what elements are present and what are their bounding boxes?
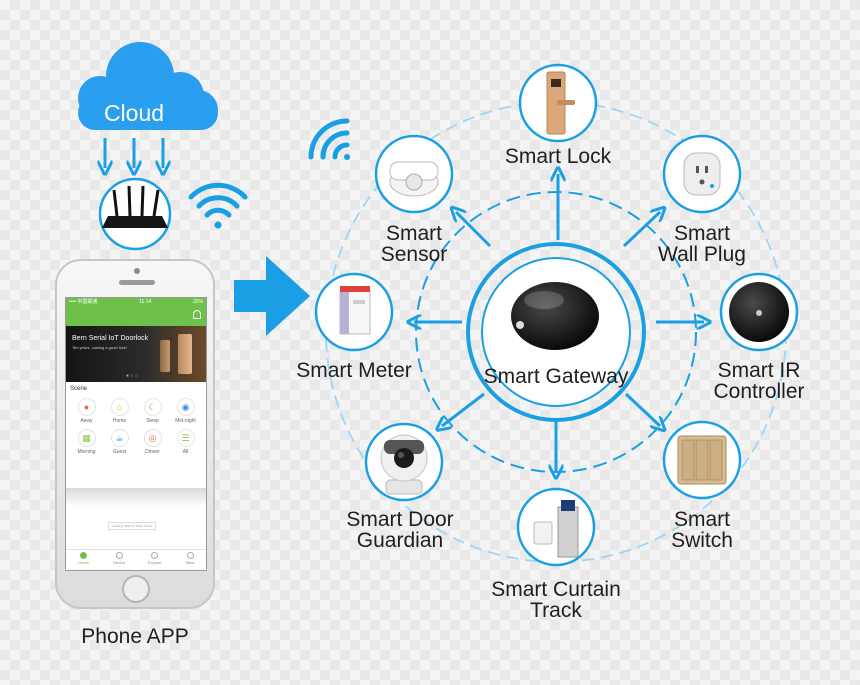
bell-icon[interactable] (193, 310, 201, 319)
scene-item-morning[interactable]: ▦ Morning (70, 429, 103, 455)
moon-icon: ☾ (143, 398, 162, 416)
device-label-wall-plug: Smart Wall Plug (658, 222, 746, 266)
carrier-text: •••• 中国联通 (69, 299, 98, 305)
arrow-to-door-guardian (442, 392, 485, 426)
plate-icon: ◎ (143, 429, 162, 447)
tab-mine[interactable]: Mine (173, 550, 207, 570)
security-camera-icon (380, 434, 428, 495)
arrow-to-wall-plug (622, 212, 660, 248)
scene-item-sleep[interactable]: ☾ Sleep (136, 398, 169, 424)
phone-camera (134, 268, 140, 274)
scene-label: Sleep (146, 418, 159, 424)
scene-item-away[interactable]: ● Away (70, 398, 103, 424)
layers-icon: ☰ (176, 429, 195, 447)
router-circle (98, 177, 172, 251)
phone-screen: •••• 中国联通 11:14 32% Bern Serial IoT Door… (65, 297, 207, 571)
door-lock-icon (546, 71, 575, 135)
phone-speaker (119, 280, 155, 285)
scene-item-guest[interactable]: ☕ Guest (103, 429, 136, 455)
device-label-meter: Smart Meter (296, 359, 412, 382)
wall-plug-icon (683, 152, 721, 196)
scene-label: All (182, 449, 189, 455)
coffee-icon: ☕ (110, 429, 129, 447)
scene-label: Mid-night (175, 418, 196, 424)
tab-explore[interactable]: Explore (137, 550, 173, 570)
tab-label: Home (78, 560, 90, 565)
banner-subtitle: Ten years, casting a good lock! (72, 345, 127, 350)
device-label-door-guardian: Smart Door Guardian (346, 508, 454, 552)
scene-label: Home (112, 418, 127, 424)
door-lock-icon (160, 340, 170, 372)
scene-item-mid-night[interactable]: ◉ Mid-night (169, 398, 202, 424)
back-arrow-icon[interactable]: ← (70, 490, 77, 497)
banner-title: Bern Serial IoT Doorlock (72, 335, 149, 342)
scene-label: Dinner (145, 449, 160, 455)
device-label-lock: Smart Lock (504, 145, 612, 168)
tab-bar: Home Device Explore Mine (66, 549, 207, 570)
arrow-to-switch (624, 392, 660, 426)
wall-switch-icon (677, 435, 727, 485)
scene-item-dinner[interactable]: ◎ Dinner (136, 429, 169, 455)
router-icon (102, 185, 168, 228)
device-label-curtain-track: Smart Curtain Track (491, 578, 621, 622)
carousel-dots: ● ○ ○ (126, 373, 138, 379)
tab-device[interactable]: Device (102, 550, 138, 570)
bulb-icon: ◉ (176, 398, 195, 416)
loading-text: Loading, Wait for Three Times (108, 522, 157, 530)
gateway-label: Smart Gateway (483, 365, 629, 388)
tab-label: Mine (185, 560, 195, 565)
tab-label: Explore (147, 560, 162, 565)
tab-home[interactable]: Home (66, 550, 102, 570)
ir-controller-icon (729, 282, 789, 342)
window-icon: ▦ (77, 429, 96, 447)
scene-grid: ● Away ⌂ Home ☾ Sleep ◉ Mid-night ▦ Mo (70, 398, 202, 455)
app-header (66, 306, 206, 326)
gateway-device-icon (511, 282, 599, 350)
status-bar: •••• 中国联通 11:14 32% (66, 298, 206, 306)
scene-item-all[interactable]: ☰ All (169, 429, 202, 455)
status-time: 11:14 (139, 299, 152, 305)
scene-item-home[interactable]: ⌂ Home (103, 398, 136, 424)
battery-text: 32% (192, 299, 203, 305)
search-icon (151, 552, 159, 559)
home-icon (80, 552, 88, 559)
scene-title: Scene (70, 386, 88, 392)
device-circle-curtain-track (516, 487, 596, 567)
scene-label: Guest (112, 449, 127, 455)
device-label-sensor: Smart Sensor (380, 222, 448, 266)
phone-home-button (122, 575, 150, 603)
scene-label: Morning (77, 449, 96, 455)
wifi-icon (188, 182, 248, 229)
arrow-to-sensor (456, 212, 492, 248)
phone-caption: Phone APP (81, 625, 189, 648)
flow-arrow-icon (234, 256, 310, 336)
smartphone: •••• 中国联通 11:14 32% Bern Serial IoT Door… (55, 259, 215, 609)
wifi-signal-icon (308, 118, 350, 160)
cloud-label: Cloud (103, 100, 165, 126)
car-icon: ● (77, 398, 96, 416)
device-label-switch: Smart Switch (671, 508, 733, 552)
cloud-icon (78, 42, 218, 130)
user-icon (186, 552, 194, 559)
list-icon (115, 552, 123, 559)
device-label-ir-controller: Smart IR Controller (713, 359, 805, 403)
smart-meter-icon (339, 286, 371, 335)
house-icon: ⌂ (110, 398, 129, 416)
scene-section: Scene ● Away ⌂ Home ☾ Sleep ◉ Mid-night (66, 382, 206, 486)
promo-banner[interactable]: Bern Serial IoT Doorlock Ten years, cast… (66, 326, 206, 382)
download-arrows (105, 138, 163, 168)
motion-sensor-icon (389, 161, 439, 197)
device-panel: ← Loading, Wait for Three Times (66, 488, 206, 550)
tab-label: Device (113, 560, 126, 565)
curtain-motor-icon (533, 500, 579, 558)
door-lock-icon (178, 334, 192, 374)
scene-label: Away (80, 418, 93, 424)
